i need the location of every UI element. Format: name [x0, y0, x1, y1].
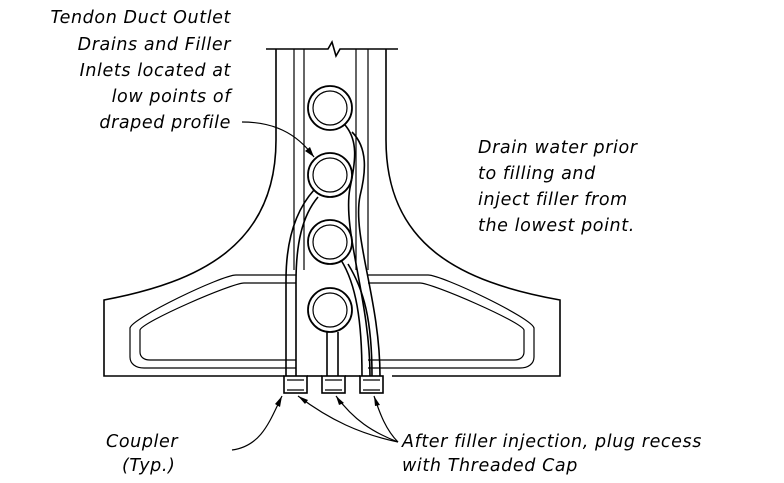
leader-lines [231, 121, 399, 451]
drains-inlets-line-1: Tendon Duct Outlet [51, 8, 232, 28]
drain-water-line-2: to filling and [478, 164, 596, 184]
duct-2 [307, 152, 353, 198]
coupler-right [359, 375, 384, 394]
coupler-line-2: (Typ.) [122, 456, 175, 476]
duct-4 [307, 287, 353, 333]
bottom-flange-reinforcement [129, 274, 535, 369]
label-drain-water: Drain water prior to filling and inject … [478, 138, 639, 236]
drain-pipes [285, 124, 381, 377]
duct-3 [307, 219, 353, 265]
label-drains-inlets: Tendon Duct Outlet Drains and Filler Inl… [51, 8, 234, 133]
label-coupler: Coupler (Typ.) [106, 432, 179, 476]
coupler-center [321, 375, 346, 394]
drains-inlets-line-3: Inlets located at [80, 61, 232, 81]
label-after-filler: After filler injection, plug recess with… [401, 432, 702, 476]
couplers [283, 375, 384, 394]
drains-inlets-line-2: Drains and Filler [78, 35, 233, 55]
coupler-left [283, 375, 308, 394]
coupler-line-1: Coupler [106, 432, 179, 452]
girder-outline [103, 39, 561, 377]
after-filler-line-2: with Threaded Cap [402, 456, 578, 476]
drain-water-line-4: the lowest point. [478, 216, 635, 236]
drains-inlets-line-5: draped profile [99, 113, 231, 133]
drain-water-line-3: inject filler from [478, 190, 628, 210]
after-filler-line-1: After filler injection, plug recess [401, 432, 702, 452]
drain-water-line-1: Drain water prior [478, 138, 639, 158]
drains-inlets-line-4: low points of [112, 87, 234, 107]
duct-1 [307, 85, 353, 131]
tendon-ducts [307, 85, 353, 333]
web-inner-lines [293, 49, 369, 270]
